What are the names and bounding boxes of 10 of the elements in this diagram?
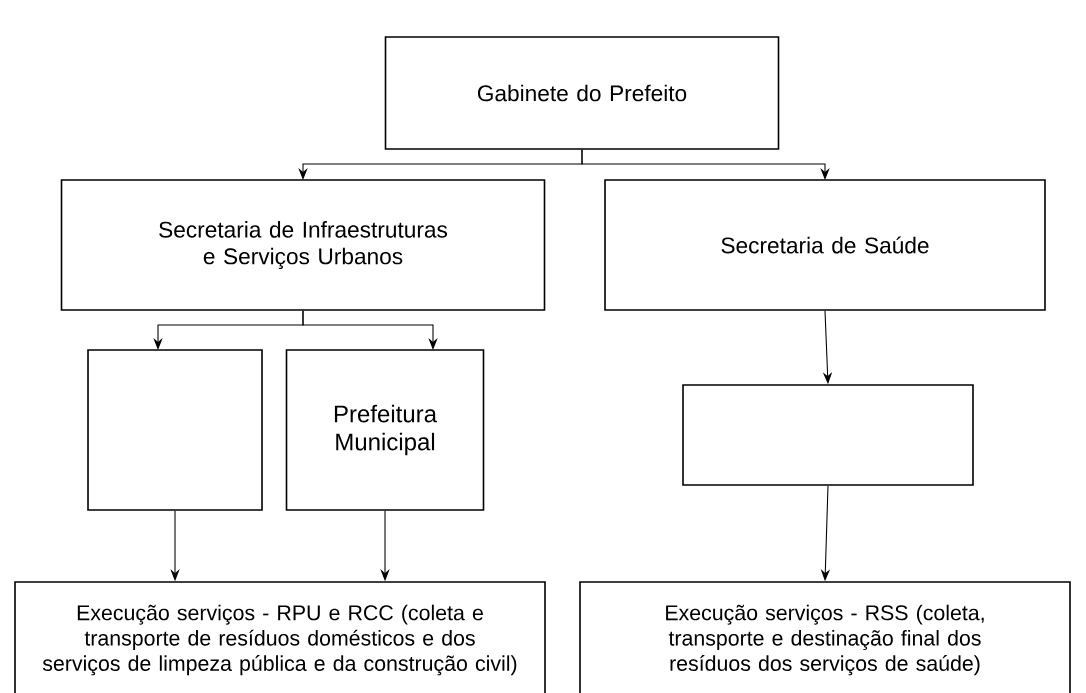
task-box: Execução serviços - RPU e RCC (coleta e transporte de resíduos domésticos e dos serviços de limpeza pública e da construção civil) [14,581,546,693]
task-box: Execução serviços - RSS (coleta, transporte e destinação final dos resíduos dos serviços de saúde) [579,581,1071,693]
org-box: Gabinete do Prefeito [384,36,780,150]
org-box [87,349,263,511]
org-box [682,384,974,486]
org-box: Secretaria de Saúde [604,179,1046,311]
arrow [302,310,438,350]
org-box: Secretaria de Infraestruturas e Serviços Urbanos [60,179,546,311]
arrow [581,149,830,180]
org-box: Prefeitura Municipal [285,349,485,511]
